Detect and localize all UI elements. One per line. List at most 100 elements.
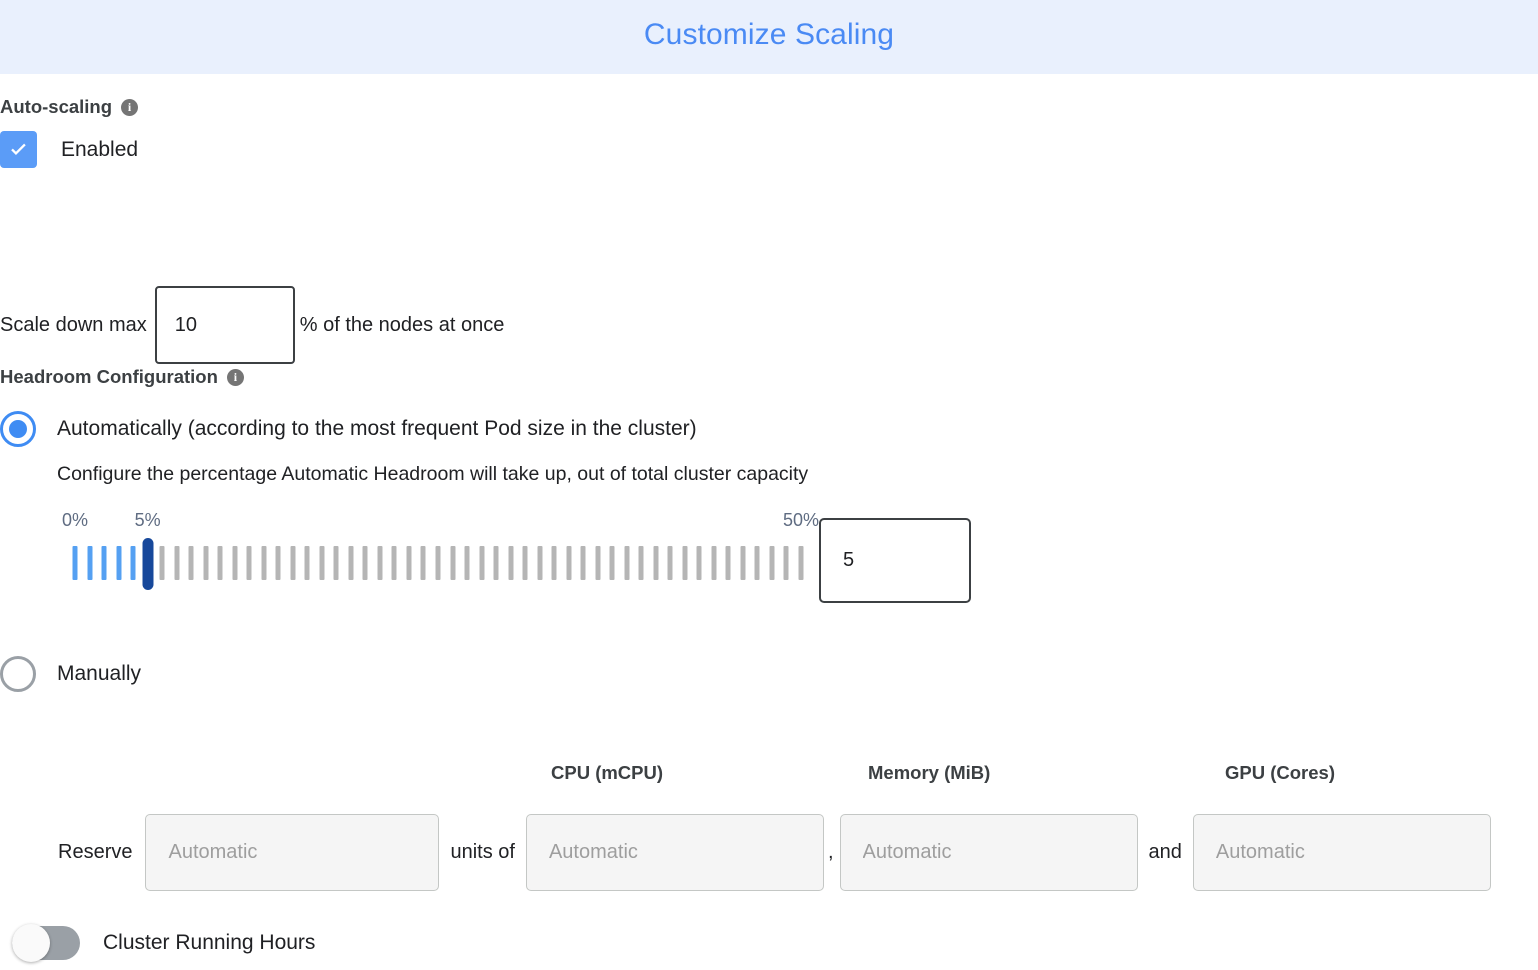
slider-tick[interactable] [246,546,252,580]
slider-tick[interactable] [464,546,470,580]
slider-tick[interactable] [377,546,383,580]
units-of-label: units of [450,841,515,863]
scale-down-max-row: Scale down max % of the nodes at once [0,286,504,364]
slider-tick[interactable] [232,546,238,580]
slider-tick[interactable] [711,546,717,580]
slider-tick[interactable] [769,546,775,580]
radio-manual-label: Manually [57,662,142,685]
slider-tick[interactable] [450,546,456,580]
column-header-gpu: GPU (Cores) [1225,762,1335,783]
slider-tick[interactable] [130,546,136,580]
slider-tick[interactable] [319,546,325,580]
headroom-automatic-description: Configure the percentage Automatic Headr… [57,463,809,485]
page-title: Customize Scaling [643,18,895,51]
slider-tick[interactable] [174,546,180,580]
slider-tick[interactable] [101,546,107,580]
headroom-option-manual-row[interactable]: Manually [0,656,141,692]
slider-tick[interactable] [261,546,267,580]
auto-scaling-heading: Auto-scaling i [0,96,139,118]
cluster-running-hours-label: Cluster Running Hours [103,931,316,954]
cpu-input[interactable] [525,814,824,891]
slider-tick[interactable] [72,546,78,580]
slider-tick[interactable] [435,546,441,580]
and-label: and [1148,841,1182,863]
slider-tick[interactable] [537,546,543,580]
slider-tick[interactable] [508,546,514,580]
auto-scaling-enabled-row: Enabled [0,131,138,168]
memory-input[interactable] [839,814,1138,891]
reserve-row: Reserve units of , and [58,814,1491,891]
slider-tick[interactable] [696,546,702,580]
slider-thumb[interactable] [142,538,154,590]
slider-tick[interactable] [783,546,789,580]
dialog-body: Auto-scaling i Enabled Scale down max % … [0,74,1538,970]
slider-tick-labels: 0% 5% 50% [62,510,819,538]
headroom-option-automatic: Automatically (according to the most fre… [0,411,971,605]
info-icon[interactable]: i [121,98,139,116]
slider-tick[interactable] [348,546,354,580]
slider-tick[interactable] [624,546,630,580]
slider-tick[interactable] [333,546,339,580]
slider-tick[interactable] [203,546,209,580]
comma-separator: , [827,841,834,863]
slider-tick[interactable] [159,546,165,580]
radio-automatic[interactable] [0,411,36,447]
slider-tick[interactable] [420,546,426,580]
slider-tick[interactable] [217,546,223,580]
gpu-input[interactable] [1192,814,1491,891]
slider-tick[interactable] [391,546,397,580]
slider-tick[interactable] [725,546,731,580]
radio-automatic-label: Automatically (according to the most fre… [57,417,697,440]
reserve-column-headers: CPU (mCPU) Memory (MiB) GPU (Cores) [0,762,1514,788]
slider-tick[interactable] [406,546,412,580]
slider-tick[interactable] [116,546,122,580]
slider-tick[interactable] [653,546,659,580]
dialog-header: Customize Scaling [0,0,1538,74]
info-icon[interactable]: i [226,368,244,386]
reserve-label: Reserve [58,841,133,863]
slider-tick-label: 5% [134,510,161,530]
slider-tick[interactable] [667,546,673,580]
headroom-percent-input[interactable] [819,518,971,603]
slider-tick[interactable] [362,546,368,580]
column-header-cpu: CPU (mCPU) [551,762,664,783]
headroom-option-manual: Manually [0,656,141,692]
slider-tick[interactable] [580,546,586,580]
scale-down-max-label: Scale down max [0,313,147,336]
headroom-slider-block: 0% 5% 50% [62,510,971,605]
slider-tick[interactable] [595,546,601,580]
headroom-option-automatic-row[interactable]: Automatically (according to the most fre… [0,411,971,447]
slider-tick[interactable] [754,546,760,580]
slider-tick[interactable] [275,546,281,580]
slider-tick[interactable] [682,546,688,580]
slider-tick[interactable] [522,546,528,580]
slider-tick[interactable] [551,546,557,580]
slider-tick-label: 50% [782,510,820,530]
enabled-checkbox[interactable] [0,131,37,168]
slider-tick[interactable] [87,546,93,580]
slider-tick-label: 0% [61,510,89,530]
radio-manual[interactable] [0,656,36,692]
reserve-units-input[interactable] [145,814,440,891]
auto-scaling-heading-label: Auto-scaling [0,96,113,117]
slider-tick[interactable] [740,546,746,580]
scale-down-max-input[interactable] [154,286,295,364]
headroom-configuration-heading-label: Headroom Configuration [0,366,218,387]
cluster-running-hours-row: Cluster Running Hours [12,924,316,962]
slider-tick[interactable] [609,546,615,580]
slider-tick[interactable] [188,546,194,580]
slider-tick[interactable] [304,546,310,580]
headroom-configuration-heading: Headroom Configuration i [0,366,244,388]
checkmark-icon [10,143,26,155]
slider-tick[interactable] [479,546,485,580]
slider-tick[interactable] [493,546,499,580]
slider-ticks[interactable] [66,546,806,580]
headroom-slider[interactable]: 0% 5% 50% [62,510,819,605]
slider-tick[interactable] [638,546,644,580]
enabled-label: Enabled [61,137,139,161]
slider-tick[interactable] [798,546,804,580]
cluster-running-hours-toggle[interactable] [12,924,80,962]
slider-tick[interactable] [566,546,572,580]
toggle-knob [12,924,50,962]
slider-tick[interactable] [290,546,296,580]
